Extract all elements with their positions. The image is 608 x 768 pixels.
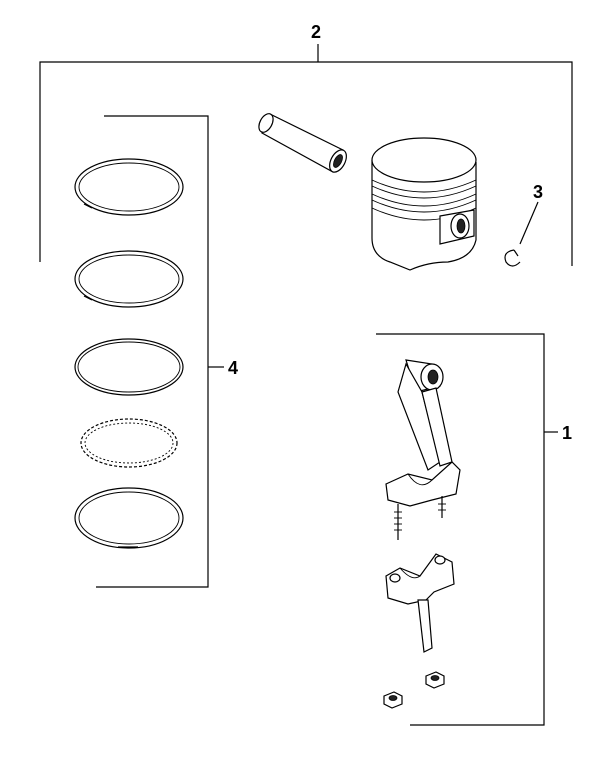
- callout-4-label: 4: [228, 358, 238, 378]
- piston-assembly-bracket: [39, 44, 573, 266]
- rod-nut-1: [425, 671, 445, 689]
- piston-pin: [258, 113, 347, 173]
- rod-nut-2: [383, 691, 403, 709]
- callout-3-label: 3: [533, 182, 543, 202]
- piston-ring-bracket: [96, 115, 224, 588]
- connecting-rod-bracket: [376, 333, 558, 726]
- connecting-rod: [385, 359, 461, 540]
- callout-3-leader: [519, 201, 539, 245]
- piston-ring-1: [74, 158, 184, 216]
- piston-ring-oil-expander: [80, 418, 178, 468]
- piston-ring-2: [74, 250, 184, 308]
- connecting-rod-cap: [385, 553, 455, 653]
- piston-ring-3: [74, 338, 184, 396]
- retaining-clip: [504, 249, 521, 267]
- callout-2-label: 2: [311, 22, 321, 42]
- piston: [371, 137, 477, 271]
- callout-1-label: 1: [562, 423, 572, 443]
- piston-ring-5: [74, 487, 184, 549]
